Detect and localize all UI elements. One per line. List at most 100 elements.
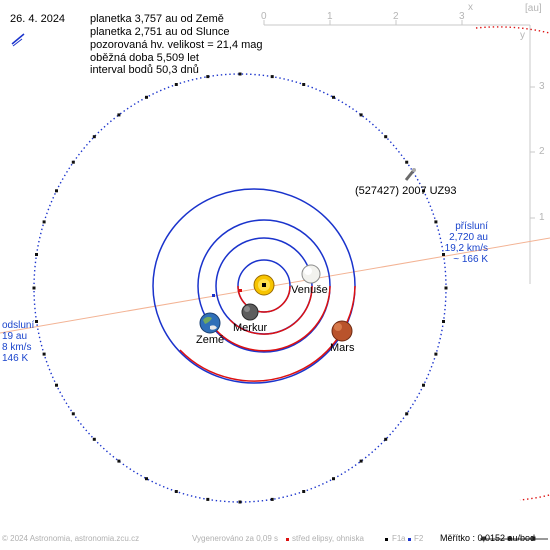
asteroid-marker-icon [404, 168, 416, 181]
footer-copyright: © 2024 Astronomia, astronomia.zcu.cz [2, 534, 140, 543]
orbit-point [359, 113, 363, 117]
orbit-point [117, 459, 121, 463]
focus-marker [212, 294, 215, 297]
y-tick-1: 1 [539, 212, 545, 223]
footer-legend-f1: F1 [392, 534, 402, 543]
orbit-point [42, 220, 46, 224]
orbit-point [55, 383, 58, 387]
earth [199, 312, 221, 334]
orbit-point [332, 477, 335, 481]
x-tick-1: 1 [327, 11, 333, 22]
perihelion-distance: 2,720 au [449, 232, 488, 243]
scale-bar [480, 536, 548, 541]
info-line-distance-earth: planetka 3,757 au od Země [90, 13, 224, 25]
aphelion-temperature: 146 K [2, 353, 29, 364]
sun [253, 274, 275, 296]
orbit-point [434, 220, 438, 224]
orbit-point [32, 286, 36, 290]
orbit-point [145, 477, 148, 481]
orbit-point [71, 160, 75, 164]
orbit-point [92, 437, 96, 441]
orbit-point [270, 497, 274, 501]
asteroid-orbit-points [32, 72, 448, 504]
orbit-point [442, 320, 445, 323]
aphelion-info: odsluní 19 au 8 km/s 146 K [2, 320, 34, 364]
footer-legend-center: střed elipsy, ohniska [292, 534, 364, 543]
orbit-point [145, 95, 148, 99]
perihelion-title: přísluní [455, 221, 488, 232]
orbit-point [332, 95, 335, 99]
earth-orbit-below [215, 285, 331, 352]
info-line-distance-sun: planetka 2,751 au od Slunce [90, 26, 230, 38]
perihelion-temperature: ~ 166 K [453, 254, 488, 265]
orbit-point [92, 135, 96, 139]
mars [331, 320, 353, 342]
orbit-point [302, 490, 306, 493]
orbit-direction-icon [11, 33, 25, 45]
mars-label: Mars [330, 342, 355, 354]
x-tick-3: 3 [459, 11, 465, 22]
perihelion-info: přísluní 2,720 au 19,2 km/s ~ 166 K [445, 221, 488, 265]
footer-generated: Vygenerováno za 0,09 s [192, 534, 278, 543]
legend-f2-marker [408, 538, 411, 541]
orbit-point [384, 135, 388, 139]
perihelion-speed: 19,2 km/s [444, 243, 488, 254]
orbit-point [206, 75, 210, 79]
orbit-point [55, 189, 58, 193]
venus-orbit-below [229, 285, 313, 335]
orbit-point [174, 83, 178, 86]
footer-legend-f2: F2 [414, 534, 424, 543]
x-tick-2: 2 [393, 11, 399, 22]
legend-f1-marker [385, 538, 388, 541]
venus-label: Venuše [291, 284, 328, 296]
orbit-point [270, 75, 274, 79]
orbit-point [434, 352, 438, 356]
mercury [241, 303, 259, 321]
info-line-period: oběžná doba 5,509 let [90, 52, 199, 64]
x-axis-label: x [468, 2, 473, 13]
orbit-point [35, 253, 38, 256]
orbit-point [422, 383, 425, 387]
orbit-point [42, 352, 46, 356]
aphelion-distance: 19 au [2, 331, 28, 342]
aphelion-title: odsluní [2, 320, 35, 331]
asteroid-label: (527427) 2007 UZ93 [355, 185, 457, 197]
orbit-point [238, 72, 242, 76]
orbit-point [384, 437, 388, 441]
date-label: 26. 4. 2024 [10, 13, 66, 25]
orbit-point [422, 189, 425, 193]
info-line-magnitude: pozorovaná hv. velikost = 21,4 mag [90, 39, 263, 51]
orbit-point [238, 500, 242, 504]
apsis-line [0, 237, 550, 334]
orbit-point [174, 490, 178, 493]
y-tick-2: 2 [539, 146, 545, 157]
y-tick-3: 3 [539, 81, 545, 92]
orbit-point [442, 253, 445, 256]
orbit-point [302, 83, 306, 86]
orbit-point [444, 286, 448, 290]
y-axis-label: y [520, 30, 525, 41]
footer-legend-a: a [401, 534, 406, 543]
earth-label: Země [196, 334, 225, 346]
ellipse-center-marker [239, 289, 242, 292]
orbit-point [359, 459, 363, 463]
footer-scale: Měřítko : 0,0152 au/bod [440, 533, 536, 543]
orbit-direction-icon-shadow [12, 38, 23, 47]
orbit-point [405, 160, 409, 164]
orbit-point [206, 497, 210, 501]
y-axis [529, 25, 535, 284]
info-line-interval: interval bodů 50,3 dnů [90, 64, 199, 76]
mars-orbit-below [179, 285, 356, 382]
x-axis [263, 20, 530, 26]
orbit-point [405, 412, 409, 416]
orbit-point [71, 412, 75, 416]
orbit-point [35, 320, 38, 323]
legend-center-marker [286, 538, 289, 541]
venus [301, 264, 321, 284]
unit-label: [au] [525, 3, 542, 14]
x-tick-0: 0 [261, 11, 267, 22]
mercury-orbit-below [237, 285, 291, 313]
orbit-point [117, 113, 121, 117]
